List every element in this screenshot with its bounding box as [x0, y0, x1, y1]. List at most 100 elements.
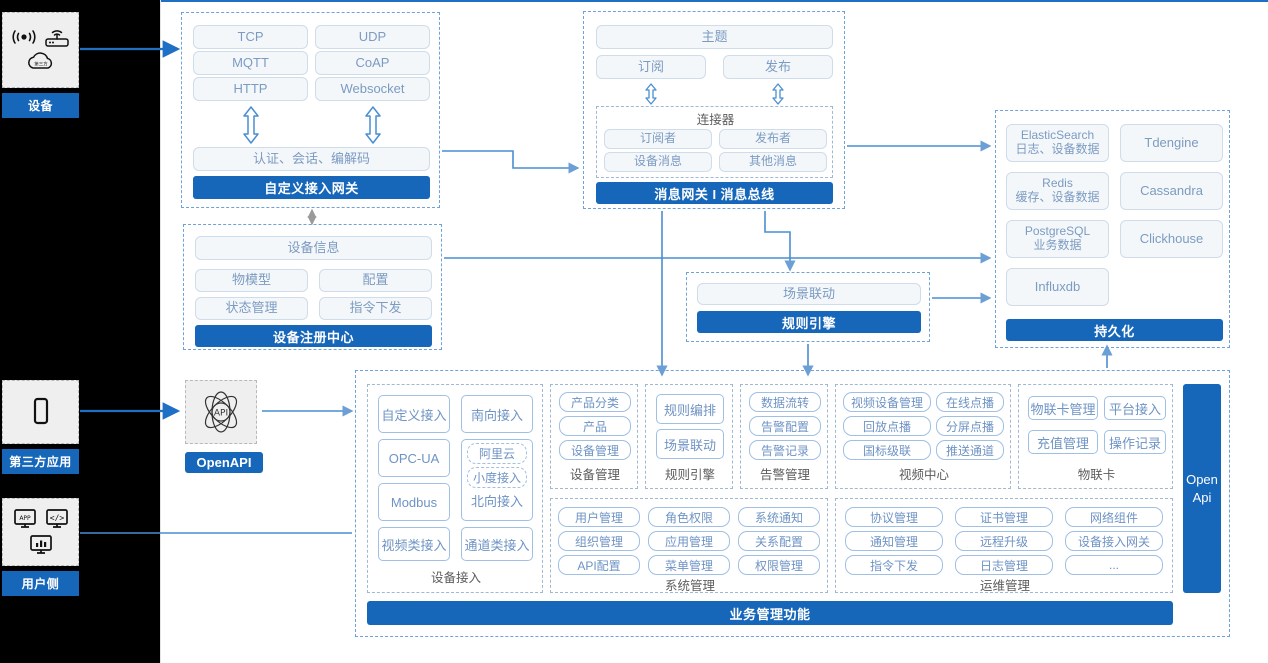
store-clickhouse[interactable]: Clickhouse — [1120, 220, 1223, 258]
left-rail: 第三方 设备 第三方应用 — [0, 0, 160, 663]
group-iot-card: 物联卡管理 平台接入 充值管理 操作记录 物联卡 — [1018, 384, 1173, 489]
ic-card-manage[interactable]: 物联卡管理 — [1028, 396, 1098, 420]
al-alarm-records[interactable]: 告警记录 — [749, 440, 821, 460]
panel-message-gateway: 主题 订阅 发布 连接器 订阅者 发布者 设备消息 其他消息 消息网关 I 消息… — [583, 11, 845, 209]
dm-device-manage[interactable]: 设备管理 — [559, 440, 631, 460]
publish-box[interactable]: 发布 — [723, 55, 833, 79]
auth-session-codec[interactable]: 认证、会话、编解码 — [193, 147, 430, 171]
protocol-tcp[interactable]: TCP — [193, 25, 308, 49]
code-window-icon: </> — [44, 507, 70, 531]
re-scene-linkage[interactable]: 场景联动 — [656, 429, 724, 459]
store-elasticsearch[interactable]: ElasticSearch 日志、设备数据 — [1006, 124, 1109, 162]
store-influxdb[interactable]: Influxdb — [1006, 268, 1109, 306]
openapi-vertical-line1: Open — [1186, 471, 1218, 487]
al-alarm-config[interactable]: 告警配置 — [749, 416, 821, 436]
api-atom-icon: API — [204, 391, 238, 433]
protocol-mqtt[interactable]: MQTT — [193, 51, 308, 75]
business-footer-title: 业务管理功能 — [367, 601, 1173, 625]
subscribe-box[interactable]: 订阅 — [596, 55, 706, 79]
store-postgresql[interactable]: PostgreSQL 业务数据 — [1006, 220, 1109, 258]
topic-box[interactable]: 主题 — [596, 25, 833, 49]
om-cert-manage[interactable]: 证书管理 — [955, 507, 1053, 527]
panel-device-registry: 设备信息 物模型 配置 状态管理 指令下发 设备注册中心 — [183, 224, 442, 350]
group-label-rule-engine: 规则引擎 — [664, 467, 715, 482]
vc-gb-cascade[interactable]: 国标级联 — [843, 440, 931, 460]
thing-model-box[interactable]: 物模型 — [195, 269, 308, 292]
openapi-label: OpenAPI — [185, 452, 263, 473]
store-tdengine[interactable]: Tdengine — [1120, 124, 1223, 162]
panel-rule-engine: 场景联动 规则引擎 — [686, 272, 930, 342]
connector-other-msg[interactable]: 其他消息 — [719, 152, 827, 172]
sm-role-perm[interactable]: 角色权限 — [648, 507, 730, 527]
re-rule-orchestration[interactable]: 规则编排 — [656, 394, 724, 424]
protocol-udp[interactable]: UDP — [315, 25, 430, 49]
om-notice-manage[interactable]: 通知管理 — [845, 531, 943, 551]
access-video[interactable]: 视频类接入 — [378, 527, 450, 561]
sm-perm-manage[interactable]: 权限管理 — [738, 555, 820, 575]
sm-app-manage[interactable]: 应用管理 — [648, 531, 730, 551]
om-protocol-manage[interactable]: 协议管理 — [845, 507, 943, 527]
group-system-manage: 用户管理 角色权限 系统通知 组织管理 应用管理 关系配置 API配置 菜单管理… — [550, 498, 828, 593]
sm-sys-notice[interactable]: 系统通知 — [738, 507, 820, 527]
access-aliyun[interactable]: 阿里云 — [467, 443, 527, 464]
sm-api-config[interactable]: API配置 — [558, 555, 640, 575]
state-mgmt-box[interactable]: 状态管理 — [195, 297, 308, 320]
group-device-manage: 产品分类 产品 设备管理 设备管理 — [550, 384, 638, 489]
rule-engine-title: 规则引擎 — [697, 311, 921, 333]
connector-device-msg[interactable]: 设备消息 — [604, 152, 712, 172]
connector-subscriber[interactable]: 订阅者 — [604, 129, 712, 149]
om-net-component[interactable]: 网络组件 — [1065, 507, 1163, 527]
ic-recharge[interactable]: 充值管理 — [1028, 430, 1098, 454]
access-channel[interactable]: 通道类接入 — [461, 527, 533, 561]
protocol-coap[interactable]: CoAP — [315, 51, 430, 75]
protocol-http[interactable]: HTTP — [193, 77, 308, 101]
group-label-device-access: 设备接入 — [430, 570, 481, 585]
access-opcua[interactable]: OPC-UA — [378, 439, 450, 477]
sm-rel-config[interactable]: 关系配置 — [738, 531, 820, 551]
om-command-send[interactable]: 指令下发 — [845, 555, 943, 575]
access-southbound[interactable]: 南向接入 — [461, 395, 533, 433]
updown-arrow-right-icon — [365, 106, 381, 144]
rail-group-thirdparty: 第三方应用 — [2, 380, 79, 474]
store-desc: 日志、设备数据 — [1015, 142, 1100, 156]
panel-connector: 连接器 订阅者 发布者 设备消息 其他消息 — [596, 106, 833, 178]
store-redis[interactable]: Redis 缓存、设备数据 — [1006, 172, 1109, 210]
updown-arrow-subscribe-icon — [645, 83, 657, 105]
sm-menu-manage[interactable]: 菜单管理 — [648, 555, 730, 575]
sm-user-manage[interactable]: 用户管理 — [558, 507, 640, 527]
access-xiaodu[interactable]: 小度接入 — [467, 467, 527, 488]
message-gateway-title: 消息网关 I 消息总线 — [596, 182, 833, 204]
openapi-vertical-bar[interactable]: Open Api — [1183, 384, 1221, 593]
access-custom[interactable]: 自定义接入 — [378, 395, 450, 433]
command-send-box[interactable]: 指令下发 — [319, 297, 432, 320]
sm-org-manage[interactable]: 组织管理 — [558, 531, 640, 551]
store-cassandra[interactable]: Cassandra — [1120, 172, 1223, 210]
vc-online-play[interactable]: 在线点播 — [936, 392, 1004, 412]
config-box[interactable]: 配置 — [319, 269, 432, 292]
device-info-box[interactable]: 设备信息 — [195, 236, 432, 260]
protocol-websocket[interactable]: Websocket — [315, 77, 430, 101]
dm-product[interactable]: 产品 — [559, 416, 631, 436]
access-modbus[interactable]: Modbus — [378, 483, 450, 521]
scene-linkage-box[interactable]: 场景联动 — [697, 283, 921, 305]
om-device-gateway[interactable]: 设备接入网关 — [1065, 531, 1163, 551]
group-label-video-center: 视频中心 — [898, 467, 949, 482]
om-remote-upgrade[interactable]: 远程升级 — [955, 531, 1053, 551]
vc-playback[interactable]: 回放点播 — [843, 416, 931, 436]
ic-platform-access[interactable]: 平台接入 — [1104, 396, 1166, 420]
vc-split-screen[interactable]: 分屏点播 — [936, 416, 1004, 436]
vc-video-device-manage[interactable]: 视频设备管理 — [843, 392, 931, 412]
access-northbound-wrap[interactable]: 阿里云 小度接入 北向接入 — [461, 439, 533, 521]
ic-operation-log[interactable]: 操作记录 — [1104, 430, 1166, 454]
om-more[interactable]: ... — [1065, 555, 1163, 575]
om-log-manage[interactable]: 日志管理 — [955, 555, 1053, 575]
dm-product-category[interactable]: 产品分类 — [559, 392, 631, 412]
vc-push-channel[interactable]: 推送通道 — [936, 440, 1004, 460]
openapi-vertical-line2: Api — [1192, 489, 1212, 505]
panel-business: 自定义接入 南向接入 OPC-UA Modbus 阿里云 小度接入 北向接入 视… — [355, 370, 1230, 637]
al-data-flow[interactable]: 数据流转 — [749, 392, 821, 412]
group-label-system-manage: 系统管理 — [664, 578, 715, 593]
connector-publisher[interactable]: 发布者 — [719, 129, 827, 149]
rail-group-user: APP </> 用户 — [2, 498, 79, 596]
